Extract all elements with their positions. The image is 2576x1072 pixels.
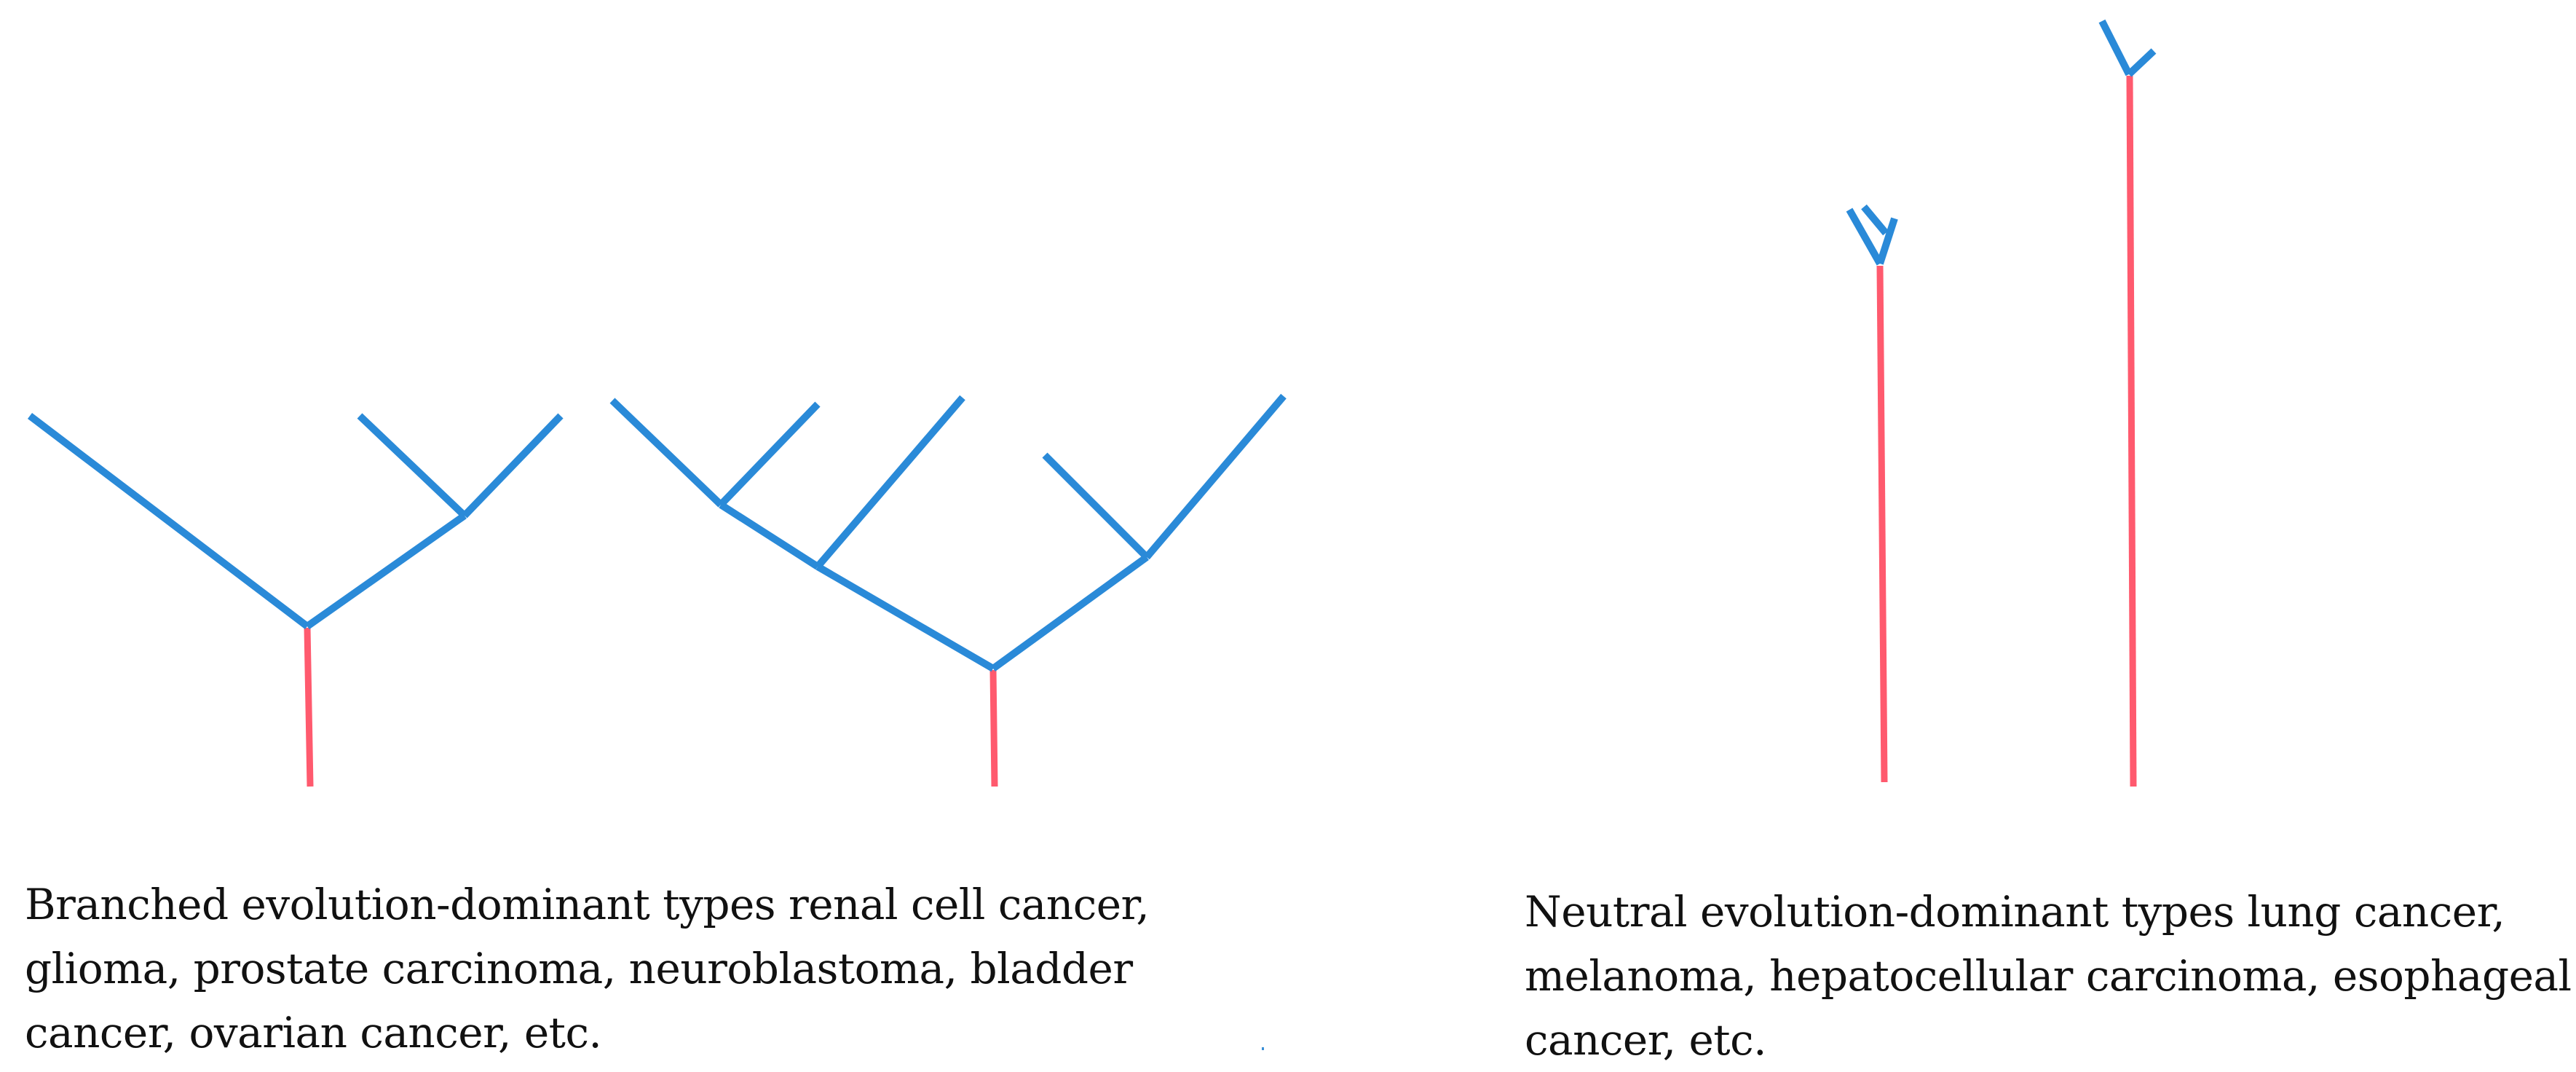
stray-mark [1262,1047,1264,1050]
caption-line: Branched evolution-dominant types renal … [25,880,1150,929]
caption-line: glioma, prostate carcinoma, neuroblastom… [25,944,1133,993]
branched-evolution-caption: Branched evolution-dominant types renal … [25,872,1150,1065]
caption-line: cancer, ovarian cancer, etc. [25,1008,602,1057]
neutral-tree-1 [1846,204,1898,783]
branched-tree-2 [609,393,1287,787]
neutral-evolution-caption: Neutral evolution-dominant types lung ca… [1525,880,2572,1072]
caption-line: Neutral evolution-dominant types lung ca… [1525,887,2505,937]
branched-tree-1 [27,413,564,787]
neutral-tree-2 [2098,19,2157,787]
caption-line: cancer, etc. [1525,1015,1767,1065]
caption-line: melanoma, hepatocellular carcinoma, esop… [1525,951,2572,1001]
